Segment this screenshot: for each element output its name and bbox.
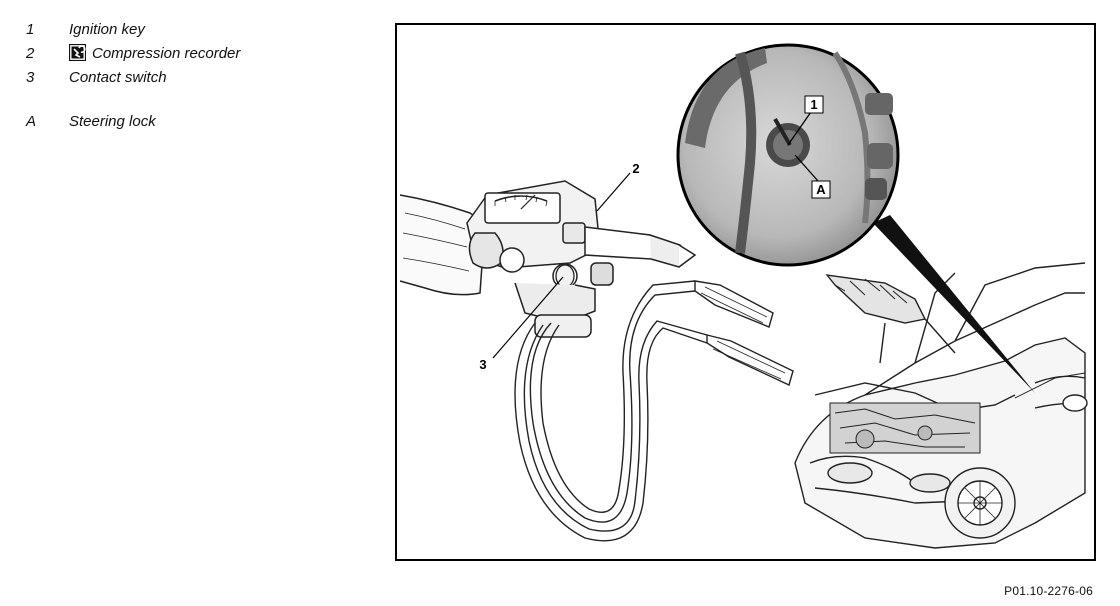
callout-2: 2 bbox=[632, 161, 639, 176]
callout-3: 3 bbox=[479, 357, 486, 372]
car-illustration bbox=[794, 262, 1088, 549]
inset-ignition-detail: 1 A bbox=[676, 43, 900, 267]
callout-1: 1 bbox=[810, 97, 817, 112]
figure-caption: P01.10-2276-06 bbox=[1004, 584, 1093, 598]
contact-switch-cables bbox=[514, 280, 794, 542]
inset-pointer-wedge bbox=[873, 215, 1035, 393]
legend-key: 3 bbox=[26, 69, 35, 86]
legend-label: Steering lock bbox=[69, 113, 156, 130]
legend-key: 1 bbox=[26, 21, 35, 38]
callout-A: A bbox=[816, 182, 826, 197]
legend-label: Contact switch bbox=[69, 69, 167, 86]
leader-line-3 bbox=[492, 276, 564, 359]
legend-label: Ignition key bbox=[69, 21, 145, 38]
special-tool-icon bbox=[69, 44, 86, 61]
legend-label: Compression recorder bbox=[92, 45, 241, 62]
leader-line-2 bbox=[596, 172, 631, 212]
compression-recorder-illustration bbox=[399, 180, 697, 338]
illustration-figure: 1 A 2 3 bbox=[395, 23, 1096, 561]
legend-key: 2 bbox=[26, 45, 35, 62]
legend-text-group: Compression recorder bbox=[69, 42, 240, 66]
legend-key: A bbox=[26, 113, 37, 130]
